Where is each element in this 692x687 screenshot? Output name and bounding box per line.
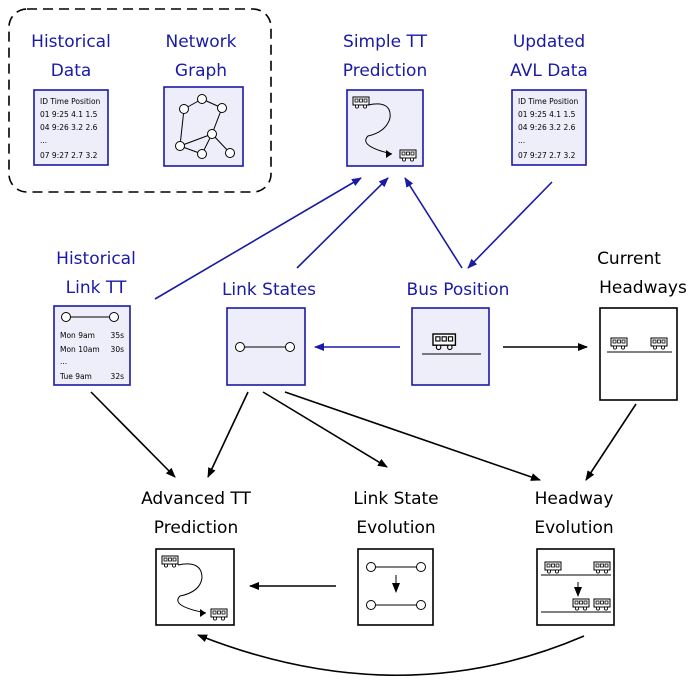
arrow-historical-link-tt-to-advanced — [90, 391, 176, 478]
headway-evolution-title-2: Evolution — [534, 518, 613, 538]
headways-box — [599, 307, 678, 401]
headways-title-1: Current — [597, 249, 661, 269]
avl-row-2: 04 9:26 3.2 2.6 — [518, 123, 576, 132]
node-simple-tt-prediction: Simple TT Prediction — [343, 32, 428, 167]
network-graph-icon — [175, 94, 235, 159]
simple-tt-title-2: Prediction — [343, 61, 427, 81]
arrow-bus-position-to-simple-tt — [404, 177, 463, 269]
headways-title-2: Headways — [599, 278, 687, 298]
node-advanced-tt-prediction: Advanced TT Prediction — [141, 489, 252, 626]
arrow-link-states-to-lse — [262, 391, 388, 468]
link-states-title: Link States — [222, 280, 316, 300]
hist-link-tt-title-2: Link TT — [66, 278, 127, 298]
hist-link-tt-row-2-label: ... — [60, 357, 67, 366]
hist-link-tt-title-1: Historical — [56, 249, 136, 269]
simple-tt-title-1: Simple TT — [343, 32, 428, 52]
arrow-link-states-to-headway-evolution — [284, 391, 541, 481]
hist-link-tt-row-0-value: 35s — [111, 331, 125, 340]
arrow-headway-evolution-to-advanced — [197, 634, 585, 676]
lse-title-2: Evolution — [356, 518, 435, 538]
link-segment-icon — [61, 312, 119, 322]
hist-link-tt-row-1-value: 30s — [111, 345, 125, 354]
route-curve — [365, 103, 393, 155]
headway-evolution-title-1: Headway — [535, 489, 614, 509]
arrow-link-states-to-simple-tt — [296, 177, 389, 269]
network-graph-title-2: Graph — [175, 61, 227, 81]
historical-data-row-1: 01 9:25 4.1 1.5 — [40, 110, 98, 119]
avl-row-4: 07 9:27 2.7 3.2 — [518, 151, 576, 160]
avl-box — [511, 89, 587, 166]
historical-data-title-1: Historical — [31, 32, 111, 52]
route-curve — [177, 563, 207, 614]
historical-data-row-2: 04 9:26 3.2 2.6 — [40, 123, 98, 132]
node-link-state-evolution: Link State Evolution — [353, 489, 439, 626]
avl-row-1: 01 9:25 4.1 1.5 — [518, 110, 576, 119]
network-graph-title-1: Network — [166, 32, 237, 52]
arrow-headways-to-headway-evolution — [585, 403, 637, 481]
avl-row-3: ... — [518, 136, 525, 145]
hist-link-tt-row-3-label: Tue 9am — [59, 372, 92, 381]
historical-data-box — [33, 89, 109, 166]
historical-data-row-3: ... — [40, 136, 47, 145]
node-link-states: Link States — [222, 280, 316, 386]
headway-evolution-box — [536, 548, 615, 626]
arrow-avl-to-bus-position — [467, 181, 553, 269]
bus-position-title: Bus Position — [407, 280, 510, 300]
node-bus-position: Bus Position — [407, 280, 510, 386]
arrows — [90, 177, 637, 676]
link-segment-icon — [235, 342, 295, 352]
arrow-link-states-to-advanced — [207, 391, 249, 478]
lse-title-1: Link State — [353, 489, 438, 509]
node-updated-avl-data: Updated AVL Data ID Time Position 01 9:2… — [510, 32, 588, 166]
historical-data-row-0: ID Time Position — [40, 97, 101, 106]
advanced-tt-title-2: Prediction — [154, 518, 238, 538]
advanced-tt-title-1: Advanced TT — [141, 489, 251, 509]
node-network-graph: Network Graph — [163, 32, 244, 167]
node-current-headways: Current Headways — [597, 249, 687, 401]
historical-data-title-2: Data — [51, 61, 92, 81]
node-historical-data: Historical Data ID Time Position 01 9:25… — [31, 32, 111, 166]
node-historical-link-tt: Historical Link TT Mon 9am 35s Mon 10am … — [53, 249, 136, 386]
link-segment-icon — [366, 562, 426, 610]
avl-title-2: AVL Data — [510, 61, 588, 81]
hist-link-tt-row-0-label: Mon 9am — [60, 331, 95, 340]
avl-row-0: ID Time Position — [518, 97, 579, 106]
hist-link-tt-row-1-label: Mon 10am — [60, 345, 100, 354]
hist-link-tt-row-3-value: 32s — [111, 372, 125, 381]
bus-position-box — [411, 307, 490, 386]
historical-data-row-4: 07 9:27 2.7 3.2 — [40, 151, 98, 160]
historical-sources-group — [8, 8, 272, 193]
avl-title-1: Updated — [513, 32, 585, 52]
arrow-historical-link-tt-to-simple-tt — [154, 177, 362, 300]
node-headway-evolution: Headway Evolution — [534, 489, 615, 626]
